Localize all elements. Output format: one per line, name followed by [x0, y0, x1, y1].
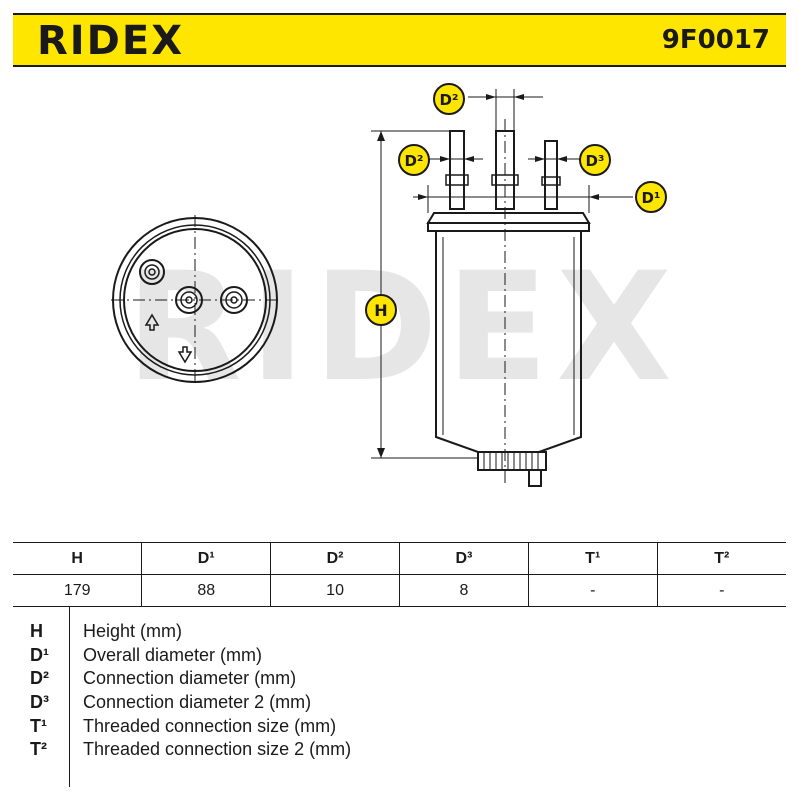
label-d2-top: D² [433, 83, 465, 115]
spec-value: - [656, 574, 786, 607]
col-header: H [13, 542, 142, 575]
specs-table: H D¹ D² D³ T¹ T² 179 88 10 8 - - [13, 542, 786, 607]
legend-description: Threaded connection size (mm) [83, 716, 337, 736]
label-d2-left: D² [398, 144, 430, 176]
legend-description: Connection diameter 2 (mm) [83, 692, 312, 712]
legend-symbol: T² [30, 739, 47, 759]
col-header: D³ [398, 542, 529, 575]
label-d3: D³ [579, 144, 611, 176]
header-bar: RIDEX 9F0017 [13, 13, 786, 67]
legend-symbol: T¹ [30, 716, 47, 736]
legend-divider [69, 607, 70, 787]
legend-description: Overall diameter (mm) [83, 645, 263, 665]
col-header: D² [270, 542, 400, 575]
label-d2-top-text: D² [439, 91, 458, 109]
legend-symbol: D¹ [30, 645, 49, 665]
col-header: T¹ [527, 542, 658, 575]
legend-description: Connection diameter (mm) [83, 668, 297, 688]
legend-row: D³ Connection diameter 2 (mm) [13, 690, 786, 714]
side-view [426, 119, 591, 487]
legend-description: Threaded connection size 2 (mm) [83, 739, 352, 759]
label-d1-text: D¹ [641, 189, 660, 207]
technical-drawing: RIDEX [111, 83, 680, 487]
legend-row: T¹ Threaded connection size (mm) [13, 714, 786, 738]
label-h: H [365, 294, 397, 326]
legend-row: T² Threaded connection size 2 (mm) [13, 737, 786, 761]
specs-header-row: H D¹ D² D³ T¹ T² [13, 542, 786, 575]
legend-description: Height (mm) [83, 621, 183, 641]
label-d1: D¹ [635, 181, 667, 213]
spec-value: 179 [13, 574, 142, 607]
specs-value-row: 179 88 10 8 - - [13, 574, 786, 607]
legend-symbol: D³ [30, 692, 49, 712]
top-view [111, 215, 279, 383]
watermark-text: RIDEX [126, 241, 680, 415]
legend: H Height (mm) D¹ Overall diameter (mm) D… [13, 607, 786, 787]
brand-logo: RIDEX [37, 18, 185, 64]
col-header: D¹ [141, 542, 271, 575]
spec-value: 10 [270, 574, 400, 607]
legend-row: H Height (mm) [13, 619, 786, 643]
legend-row: D² Connection diameter (mm) [13, 666, 786, 690]
label-d2-left-text: D² [404, 152, 423, 170]
label-d3-text: D³ [585, 152, 604, 170]
legend-row: D¹ Overall diameter (mm) [13, 643, 786, 667]
legend-symbol: H [30, 621, 43, 641]
col-header: T² [656, 542, 786, 575]
spec-value: - [527, 574, 658, 607]
spec-value: 8 [398, 574, 529, 607]
legend-symbol: D² [30, 668, 49, 688]
spec-value: 88 [141, 574, 271, 607]
part-number: 9F0017 [661, 25, 770, 55]
label-h-text: H [374, 301, 387, 320]
